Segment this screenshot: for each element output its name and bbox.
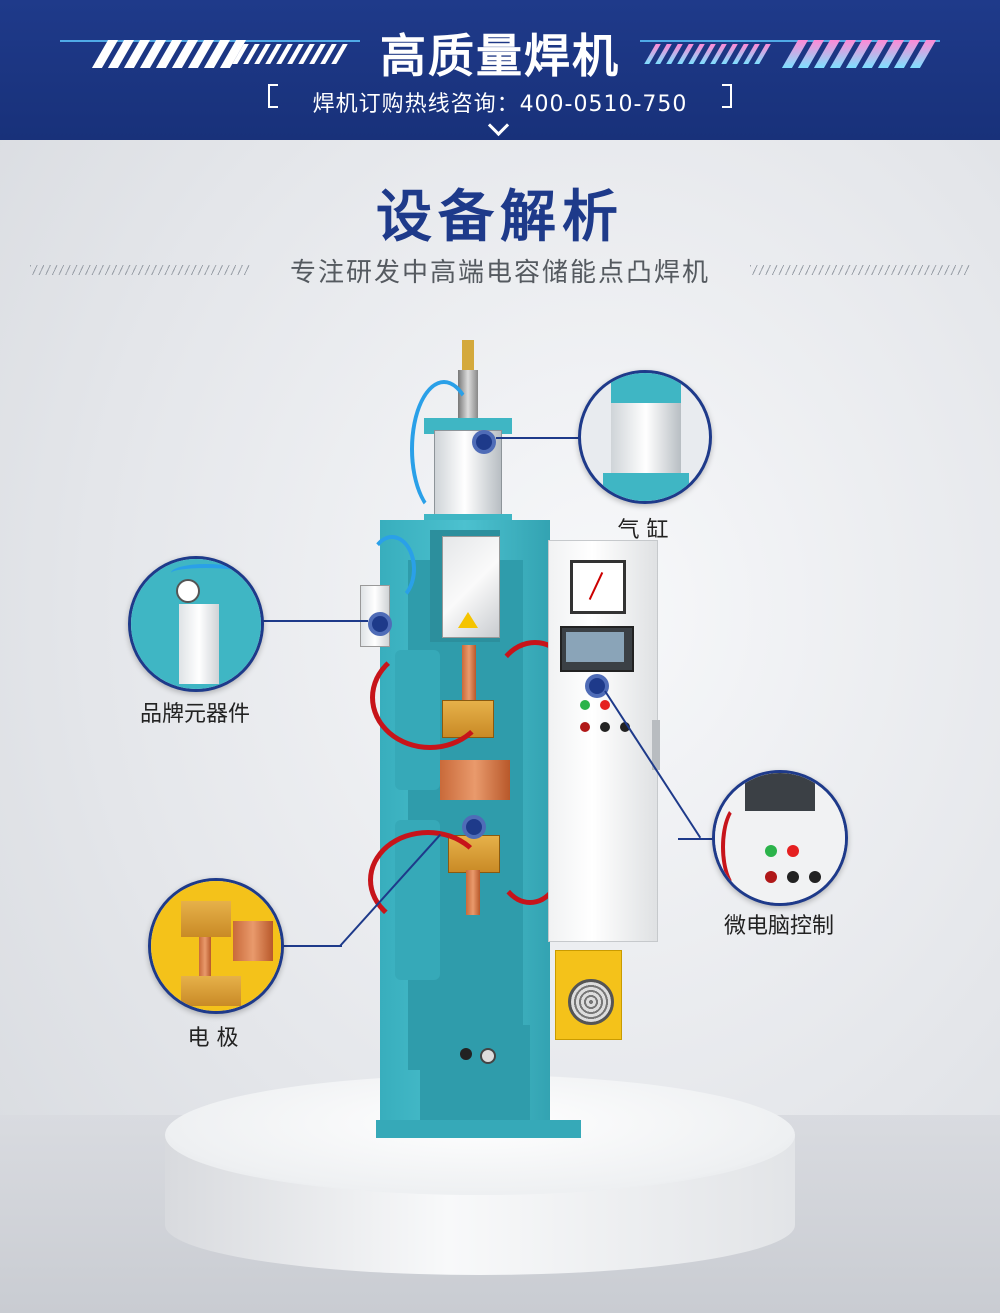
header-banner: 高质量焊机 焊机订购热线咨询：400-0510-750	[0, 0, 1000, 140]
section-subtitle: 专注研发中高端电容储能点凸焊机	[289, 258, 710, 288]
foot-bolt	[460, 1048, 472, 1060]
selector-knob-2[interactable]	[620, 722, 630, 732]
machine-foot	[420, 1025, 530, 1120]
callout-circle-electrode	[148, 878, 284, 1014]
bracket-left-decor	[268, 84, 278, 108]
hatch-divider-right	[750, 265, 970, 275]
warning-icon	[458, 612, 478, 628]
lead-line-components	[262, 620, 368, 622]
selector-knob[interactable]	[600, 722, 610, 732]
air-hose	[410, 380, 478, 518]
cooling-fan-unit	[555, 950, 622, 1040]
foot-switch-port	[480, 1048, 496, 1064]
lead-line-cylinder	[496, 437, 580, 439]
lead-line-control	[678, 838, 714, 840]
copper-busbar	[440, 760, 510, 800]
callout-circle-cylinder	[578, 370, 712, 504]
label-cylinder: 气 缸	[617, 518, 669, 543]
start-button[interactable]	[580, 700, 590, 710]
cabinet-hinge	[652, 720, 660, 770]
section-title: 设备解析	[376, 185, 624, 250]
stop-button[interactable]	[600, 700, 610, 710]
marker-electrode	[462, 815, 486, 839]
filter-hose	[368, 535, 416, 603]
base-plate	[376, 1120, 581, 1138]
chevron-down-icon	[487, 114, 510, 137]
lead-line-electrode	[278, 945, 342, 947]
air-fitting	[462, 340, 474, 370]
callout-circle-control	[712, 770, 848, 906]
ammeter	[570, 560, 626, 614]
callout-circle-components	[128, 556, 264, 692]
hatch-divider-left	[30, 265, 250, 275]
indicator-light	[580, 722, 590, 732]
control-display	[560, 626, 634, 672]
hotline-text: 焊机订购热线咨询：400-0510-750	[312, 92, 688, 117]
label-components: 品牌元器件	[139, 702, 250, 727]
label-electrode: 电 极	[187, 1026, 239, 1051]
lower-cable-left	[368, 830, 488, 930]
marker-cylinder	[472, 430, 496, 454]
banner-line-right	[640, 40, 940, 42]
marker-components	[368, 612, 392, 636]
banner-title: 高质量焊机	[380, 29, 620, 83]
bracket-right-decor	[722, 84, 732, 108]
label-control: 微电脑控制	[723, 914, 834, 939]
upper-cable-left	[370, 645, 490, 750]
